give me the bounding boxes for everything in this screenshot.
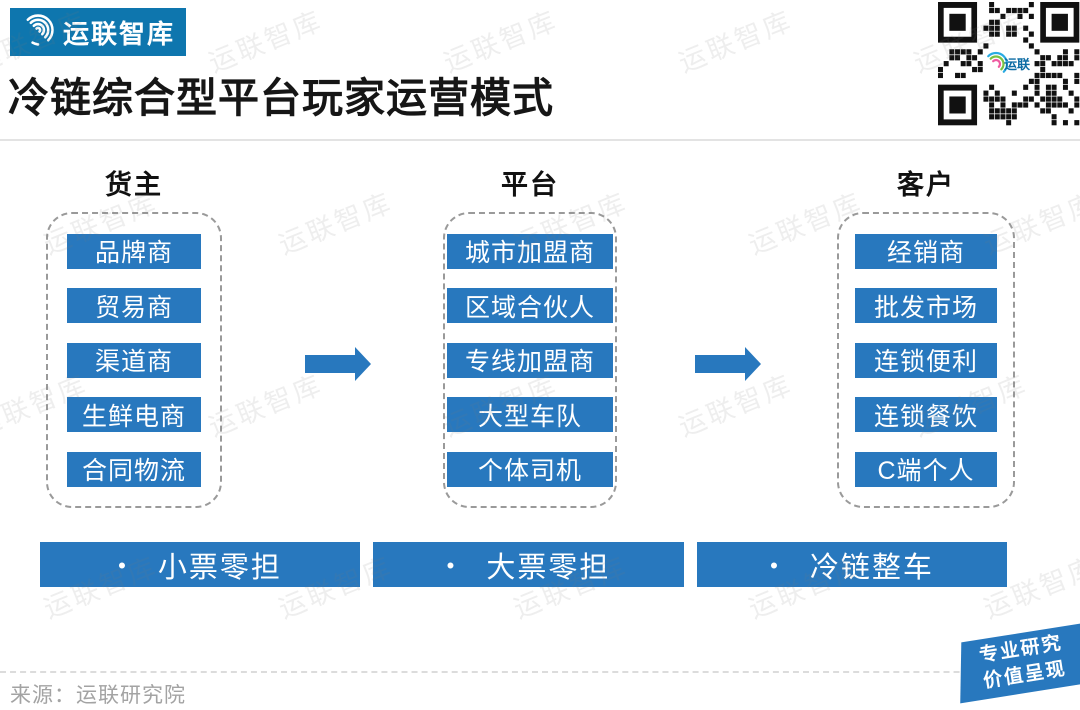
column-header-customers: 客户 — [897, 170, 955, 200]
flow-item-large-fleet: 大型车队 — [447, 397, 613, 432]
column-header-platform: 平台 — [501, 170, 559, 200]
brand-banner: 运联智库 — [10, 8, 186, 56]
title-divider — [0, 139, 1080, 141]
service-bar-label: 大票零担 — [486, 551, 611, 584]
source-text: 来源：运联研究院 — [10, 684, 186, 707]
flow-item-trader: 贸易商 — [67, 288, 201, 323]
brand-logo-text: 运联智库 — [62, 18, 175, 49]
brand-logo-icon — [21, 13, 55, 52]
right-arrow-icon — [695, 347, 761, 381]
right-arrow-icon — [305, 347, 371, 381]
flow-item-fresh-ecommerce: 生鲜电商 — [67, 397, 201, 432]
flow-item-regional-partner: 区域合伙人 — [447, 288, 613, 323]
shippers-group: 品牌商 贸易商 渠道商 生鲜电商 合同物流 — [46, 212, 222, 508]
flow-item-wholesale-market: 批发市场 — [855, 288, 997, 323]
service-bar-small-ltl: • 小票零担 — [40, 542, 360, 587]
platform-group: 城市加盟商 区域合伙人 专线加盟商 大型车队 个体司机 — [443, 212, 617, 508]
qr-center-label: 运联 — [1004, 57, 1030, 72]
bullet-icon: • — [770, 552, 780, 578]
footer-divider — [0, 671, 1080, 673]
flow-item-chain-catering: 连锁餐饮 — [855, 397, 997, 432]
watermark-text: 运联智库 — [674, 5, 798, 79]
flow-item-brand-merchant: 品牌商 — [67, 233, 201, 269]
column-header-shippers: 货主 — [105, 170, 163, 200]
service-bar-label: 小票零担 — [157, 551, 282, 584]
service-bar-big-ltl: • 大票零担 — [373, 542, 684, 587]
service-bar-coldchain-ftl: • 冷链整车 — [697, 542, 1007, 587]
service-bar-label: 冷链整车 — [809, 551, 934, 584]
bullet-icon: • — [446, 552, 457, 578]
flow-item-chain-convenience: 连锁便利 — [855, 342, 997, 378]
flow-item-line-franchisee: 专线加盟商 — [447, 342, 613, 378]
bullet-icon: • — [118, 552, 128, 578]
flow-item-distributor: 经销商 — [855, 233, 997, 269]
flow-item-c-end-individual: C端个人 — [855, 451, 997, 487]
page-title: 冷链综合型平台玩家运营模式 — [8, 75, 554, 121]
research-badge: 专业研究 价值呈现 — [960, 622, 1080, 704]
qr-code: 运联 — [938, 2, 1080, 126]
flow-item-channel-merchant: 渠道商 — [67, 342, 201, 378]
customers-group: 经销商 批发市场 连锁便利 连锁餐饮 C端个人 — [837, 212, 1015, 508]
qr-mini-logo-icon — [987, 51, 1009, 73]
flow-item-individual-driver: 个体司机 — [447, 451, 613, 487]
flow-item-contract-logistics: 合同物流 — [67, 451, 201, 487]
flow-item-city-franchisee: 城市加盟商 — [447, 233, 613, 269]
watermark-text: 运联智库 — [274, 187, 398, 261]
